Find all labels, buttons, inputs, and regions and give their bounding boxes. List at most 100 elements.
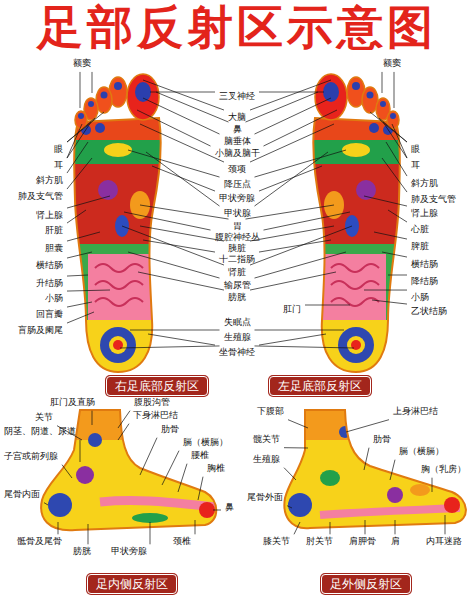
leader-line (246, 92, 319, 122)
part-label: 生殖腺 (252, 455, 281, 464)
leader-line (394, 72, 395, 108)
lymph-zone (88, 433, 102, 447)
part-label: 失眠点 (223, 318, 252, 328)
caption-text: 足外侧反射区 (330, 577, 402, 591)
leader-line (259, 240, 331, 252)
part-label: 耳 (410, 161, 421, 171)
leader-line (259, 334, 326, 345)
leader-line (255, 330, 345, 331)
leader-line (255, 152, 329, 206)
leader-line (67, 290, 110, 291)
leader-line (140, 226, 224, 241)
part-label: 关节 (34, 413, 54, 422)
leader-line (67, 312, 94, 323)
part-label: 盲肠及阑尾 (17, 326, 64, 336)
part-label: 鼻 (224, 503, 235, 512)
part-label: 鼻 (232, 125, 243, 135)
leader-line (67, 252, 92, 258)
leader-line (364, 290, 407, 291)
leader-line (388, 275, 407, 276)
part-label: 三叉神经 (218, 92, 256, 102)
leader-line (67, 275, 88, 276)
part-label: 甲状腺 (223, 209, 252, 219)
leader-line (150, 92, 215, 93)
part-label: 脾脏 (410, 242, 430, 252)
leader-line (124, 212, 211, 230)
part-label: 小脑及脑干 (214, 149, 261, 159)
bladder-zone (132, 513, 168, 523)
leader-line (67, 122, 91, 158)
leader-line (388, 210, 407, 222)
part-label: 胸（乳房） (420, 465, 467, 474)
leader-line (364, 196, 407, 206)
part-label: 甲状旁腺 (218, 194, 256, 204)
leader-line (250, 80, 331, 110)
leader-line (143, 98, 220, 134)
leader-line (143, 80, 224, 110)
leader-line (67, 302, 92, 307)
part-label: 小肠 (44, 294, 64, 304)
leader-line (259, 92, 324, 93)
leader-line (198, 477, 203, 500)
leader-line (92, 72, 93, 93)
part-label: 膈（横膈） (182, 438, 229, 447)
part-label: 降结肠 (410, 277, 439, 287)
part-label: 膝关节 (262, 537, 291, 546)
leader-line (128, 252, 220, 278)
leader-line (138, 272, 224, 290)
part-label: 额窦 (72, 59, 92, 69)
leader-line (382, 72, 383, 93)
leader-line (284, 468, 296, 480)
part-label: 肾脏 (227, 268, 247, 278)
leader-line (146, 152, 220, 206)
leader-line (392, 124, 407, 158)
part-label: 肝脏 (44, 226, 64, 236)
leader-line (250, 272, 336, 290)
leader-line (364, 448, 369, 470)
part-label: 阴茎、阴道、尿道 (3, 427, 77, 436)
part-label: 尾骨内面 (3, 490, 41, 499)
leader-line (288, 420, 308, 428)
leader-line (386, 142, 407, 176)
part-label: 膀胱 (227, 293, 247, 303)
caption-box: 足内侧反射区 (87, 574, 177, 594)
diagram-title: 足部反射区示意图 (0, 2, 474, 53)
leader-line (213, 510, 221, 511)
leader-line (122, 226, 224, 265)
leader-line (143, 240, 215, 252)
part-label: 坐骨神经 (218, 348, 256, 358)
leader-line (250, 226, 334, 241)
chest-zone (410, 484, 430, 496)
leader-line (330, 522, 331, 534)
part-label: 上身淋巴结 (392, 407, 439, 416)
leader-line (140, 438, 157, 475)
part-label: 升结肠 (35, 279, 64, 289)
part-label: 甲状旁腺 (110, 547, 148, 556)
leader-line (365, 520, 366, 534)
caption-box: 右足底部反射区 (106, 376, 208, 396)
leader-line (395, 520, 396, 534)
leader-line (255, 346, 355, 348)
part-label: 肋骨 (372, 435, 392, 444)
caption-text: 足内侧反射区 (96, 577, 168, 591)
part-label: 额窦 (382, 59, 402, 69)
leader-line (259, 166, 322, 191)
part-label: 肺及支气管 (17, 192, 64, 202)
leader-line (264, 212, 351, 230)
leader-line (128, 150, 220, 177)
part-label: 腹股沟管 (133, 398, 171, 407)
leader-line (246, 205, 335, 219)
leader-line (284, 447, 308, 448)
leader-line (390, 460, 395, 480)
leader-line (140, 205, 229, 219)
leader-line (152, 166, 215, 191)
part-label: 肾上腺 (410, 209, 439, 219)
part-label: 胆囊 (44, 244, 64, 254)
caption-box: 左足底部反射区 (269, 376, 371, 396)
leader-line (287, 506, 292, 508)
leader-line (178, 464, 187, 492)
leader-line (80, 72, 81, 108)
